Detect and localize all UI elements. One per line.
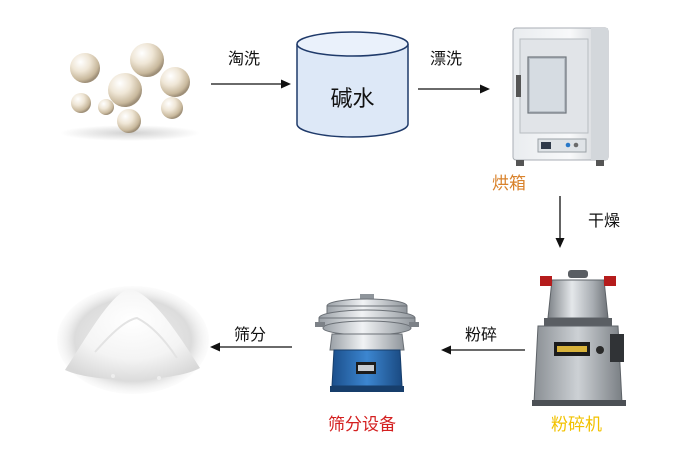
step-label-wash: 淘洗 — [228, 49, 261, 68]
arrow-right-icon — [418, 83, 490, 95]
tank-label: 碱水 — [330, 87, 375, 112]
grinder-image — [530, 268, 630, 408]
step-label-sieve: 筛分 — [234, 325, 267, 344]
sieve-machine-image — [312, 292, 422, 400]
pearls-image — [55, 35, 205, 145]
oven-label: 烘箱 — [492, 174, 526, 194]
alkaline-water-tank: 碱水 — [295, 30, 410, 140]
oven-image — [508, 25, 618, 170]
step-label-grind: 粉碎 — [465, 325, 498, 344]
arrow-left-icon — [441, 344, 525, 356]
step-label-rinse: 漂洗 — [430, 49, 463, 68]
arrow-right-icon — [211, 78, 291, 90]
grinder-label: 粉碎机 — [551, 415, 602, 435]
step-label-dry: 干燥 — [588, 211, 621, 230]
arrow-left-icon — [210, 341, 292, 353]
sieve-machine-label: 筛分设备 — [328, 415, 396, 435]
arrow-down-icon — [554, 196, 566, 248]
pearl-powder-image — [55, 280, 210, 395]
